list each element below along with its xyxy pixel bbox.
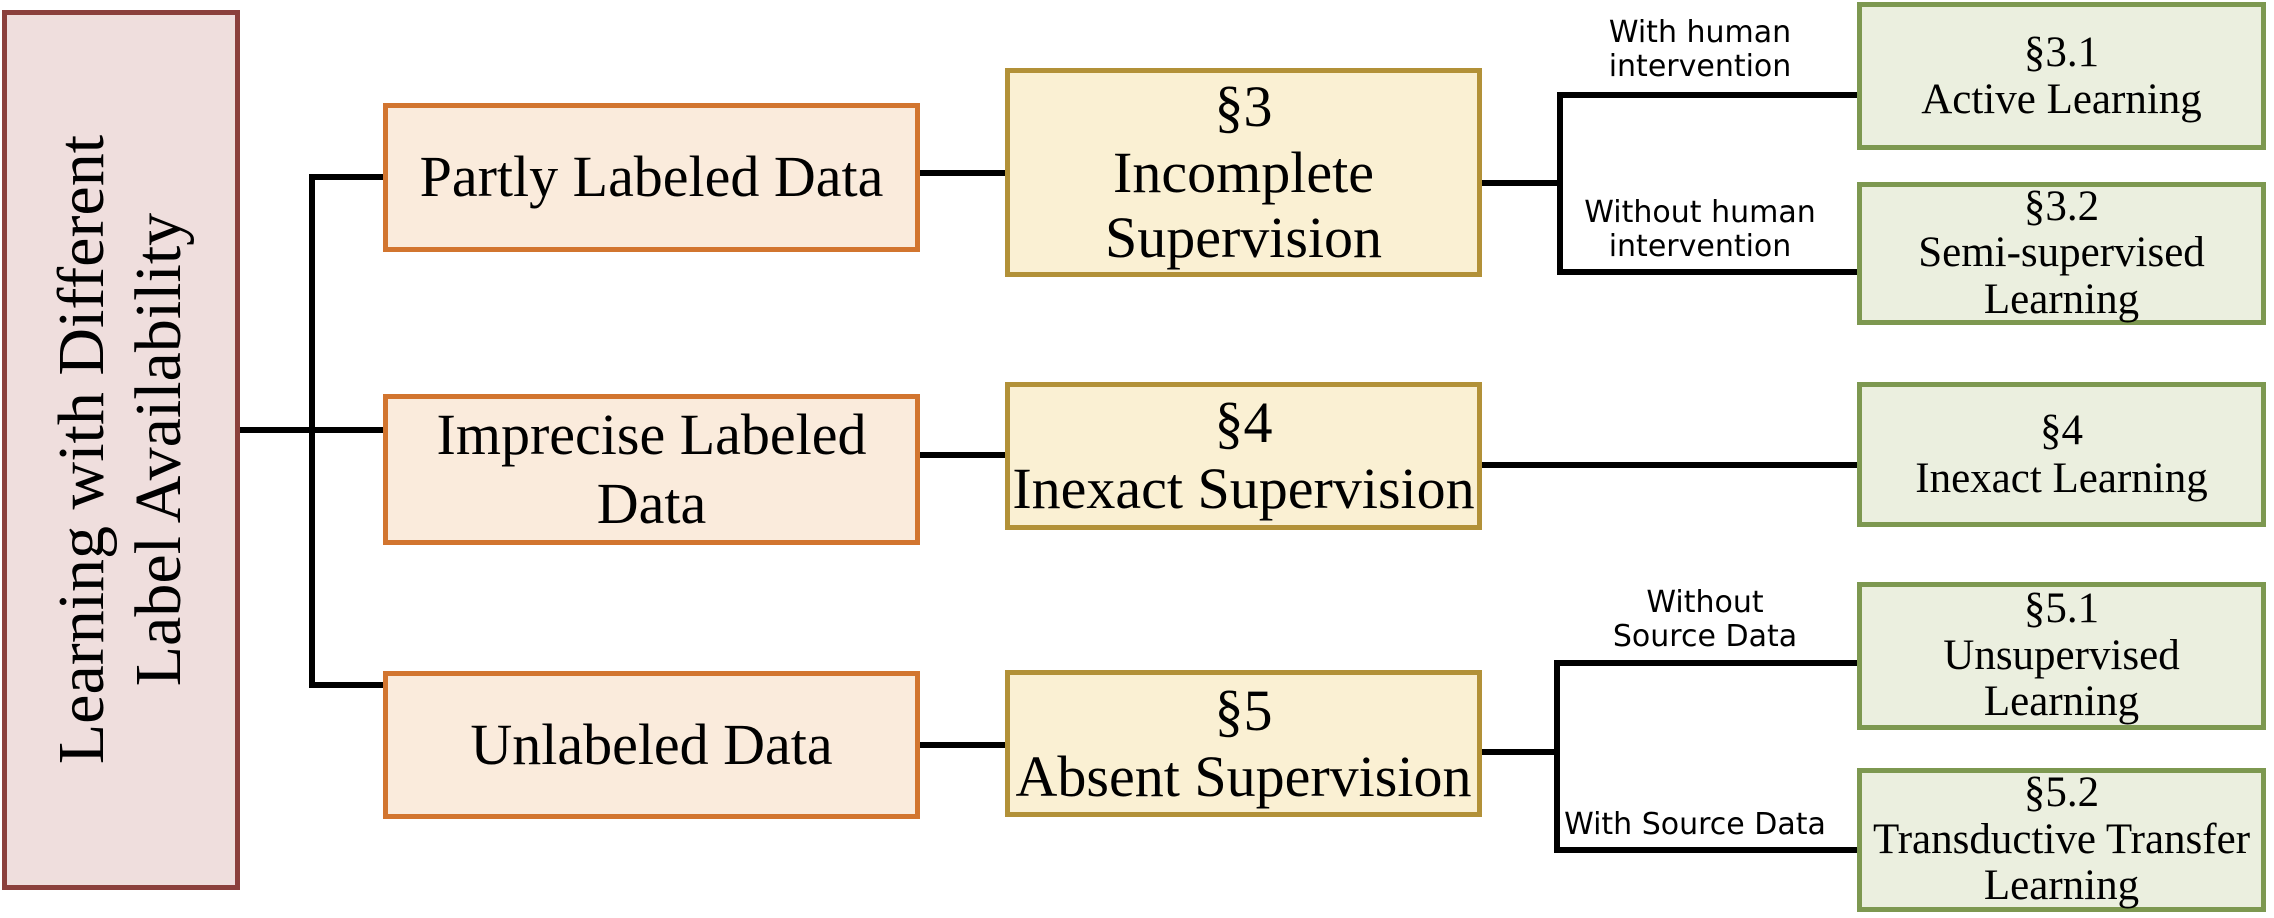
node-inexact-supervision: §4 Inexact Supervision xyxy=(1005,382,1482,530)
node-inexact-learning: §4 Inexact Learning xyxy=(1857,382,2266,527)
node-semi-supervised-learning: §3.2 Semi-supervised Learning xyxy=(1857,182,2266,325)
node-absent-supervision: §5 Absent Supervision xyxy=(1005,670,1482,817)
node-imprecise-labeled-data: Imprecise Labeled Data xyxy=(383,394,920,545)
edge-label-with-source-data: With Source Data xyxy=(1564,807,1826,842)
node-unsupervised-learning: §5.1 Unsupervised Learning xyxy=(1857,582,2266,730)
node-root-learning-with-different-label-availability: Learning with Different Label Availabili… xyxy=(2,10,240,890)
edge-label-without-source-data: Without Source Data xyxy=(1612,585,1798,654)
root-title: Learning with Different Label Availabili… xyxy=(45,135,196,765)
node-unlabeled-data: Unlabeled Data xyxy=(383,671,920,819)
node-active-learning: §3.1 Active Learning xyxy=(1857,2,2266,150)
node-partly-labeled-data: Partly Labeled Data xyxy=(383,103,920,252)
edge-label-without-human-intervention: Without human intervention xyxy=(1584,195,1816,264)
node-incomplete-supervision: §3 Incomplete Supervision xyxy=(1005,68,1482,277)
edge-label-with-human-intervention: With human intervention xyxy=(1608,15,1792,84)
node-transductive-transfer-learning: §5.2 Transductive Transfer Learning xyxy=(1857,768,2266,912)
